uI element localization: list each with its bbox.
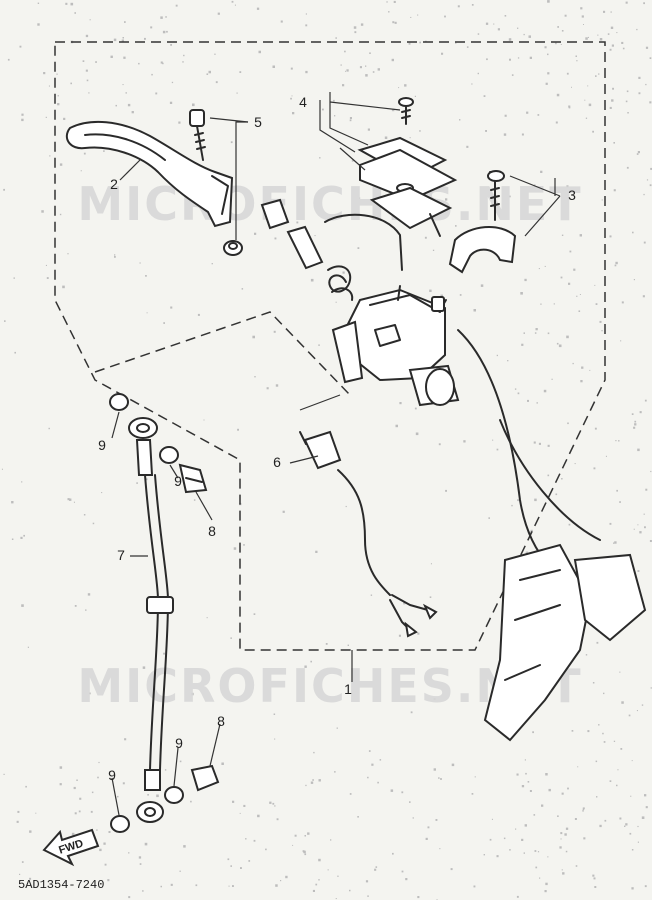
piston-kit [260,198,403,301]
brake-light-switch [299,430,438,638]
callout-9-d: 9 [108,767,116,783]
callout-2: 2 [110,176,118,192]
brake-hose [128,417,174,823]
watermark-top: MICROFICHES.NET [77,177,582,231]
union-bolts-and-washers [109,393,220,833]
callout-9-b: 9 [174,473,182,489]
forward-arrow-icon: FWD [42,828,100,867]
callout-6: 6 [273,454,281,470]
callout-9-c: 9 [175,735,183,751]
handlebar-clamp [448,170,517,274]
callout-1: 1 [344,681,352,697]
diagram-code: 5AD1354-7240 [18,878,104,892]
reservoir-cap-assembly [357,97,458,237]
callout-7: 7 [117,547,125,563]
brake-lever [65,120,234,228]
master-cylinder-body [331,285,460,407]
callout-5: 5 [254,114,262,130]
callout-8-upper: 8 [208,523,216,539]
callout-9-a: 9 [98,437,106,453]
callout-8-lower: 8 [217,713,225,729]
assembly-boundary [54,41,606,651]
hose-boundary [94,311,351,396]
callout-4: 4 [299,94,307,110]
leader-lines [111,92,561,816]
handlebar-grip [457,329,647,742]
callout-3: 3 [568,187,576,203]
pivot-bolt [189,109,243,256]
